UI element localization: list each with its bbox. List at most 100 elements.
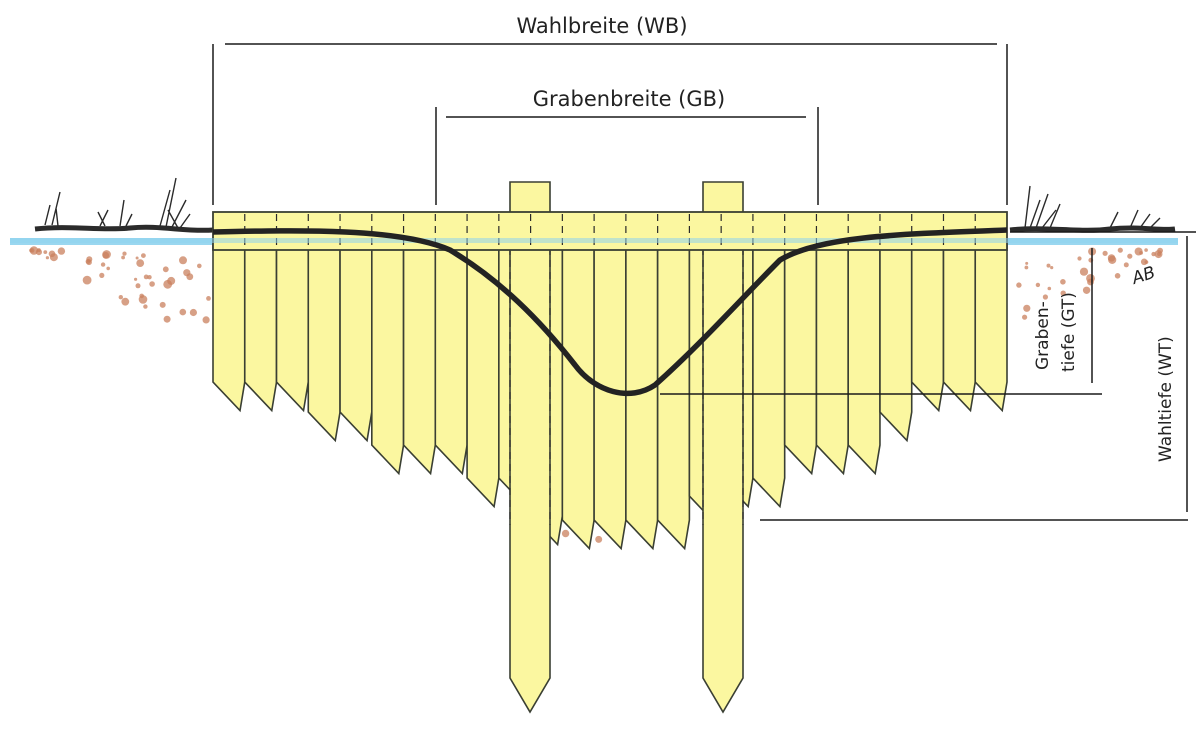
soil-dot <box>1127 253 1133 259</box>
soil-dot <box>1024 265 1029 270</box>
water-line-overlay <box>10 238 1178 243</box>
soil-dot <box>82 275 92 285</box>
post-right <box>702 181 744 714</box>
sheet-pile-board <box>593 244 627 551</box>
soil-dot <box>122 251 127 256</box>
soil-dot <box>1086 274 1095 283</box>
soil-dot <box>118 295 124 300</box>
soil-dot <box>85 259 91 264</box>
ground-surface-left <box>34 224 214 233</box>
soil-dot <box>121 297 130 306</box>
soil-dot <box>1108 255 1117 264</box>
dimension-grabenbreite: Grabenbreite (GB) <box>435 87 819 205</box>
sheet-pile-board <box>815 244 849 476</box>
soil-dot <box>1079 267 1089 276</box>
soil-dot <box>159 301 166 308</box>
soil-dot <box>100 262 106 267</box>
post-left <box>509 181 551 714</box>
soil-dot <box>1050 266 1054 270</box>
dimension-wahlbreite: Wahlbreite (WB) <box>212 14 1008 205</box>
soil-dot <box>1117 247 1123 253</box>
grabenbreite-label: Grabenbreite (GB) <box>533 87 726 111</box>
soil-dot <box>43 250 48 255</box>
soil-dot <box>102 250 111 259</box>
sheet-pile-board <box>561 244 595 551</box>
sheet-pile-board <box>783 244 818 476</box>
soil-dot <box>1060 290 1066 296</box>
ground-surface-right <box>1009 225 1176 233</box>
soil-dot <box>134 277 138 281</box>
grabentiefe-label-line2: tiefe (GT) <box>1059 292 1079 372</box>
soil-dot <box>1102 250 1108 256</box>
soil-dot <box>595 535 603 543</box>
soil-dot <box>1025 261 1029 265</box>
sheet-pile-board <box>402 244 437 476</box>
soil-dot <box>1042 294 1048 300</box>
dimension-wahltiefe: Wahltiefe (WT) <box>760 231 1196 521</box>
signature: AB <box>1129 263 1158 290</box>
post-hidden-lines <box>509 212 744 525</box>
soil-dot <box>136 259 145 267</box>
sheet-pile-board <box>434 244 468 476</box>
sheet-pile-board <box>339 244 373 443</box>
soil-dot <box>189 308 197 317</box>
soil-dot <box>143 274 149 280</box>
soil-dot <box>1022 314 1028 320</box>
soil-dot <box>1077 256 1082 261</box>
soil-dot <box>1035 282 1041 288</box>
soil-dot <box>202 316 210 324</box>
soil-dot <box>1139 251 1143 255</box>
trench-profile <box>212 227 1008 397</box>
soil-dot <box>183 269 191 277</box>
soil-dot <box>57 247 66 255</box>
sheet-pile-board <box>275 244 310 413</box>
sheet-pile-board <box>974 244 1008 413</box>
soil-dot <box>1123 262 1129 268</box>
dimension-grabentiefe: Graben- tiefe (GT) <box>660 248 1102 395</box>
sheet-pile-board <box>910 244 945 413</box>
soil-dot <box>1144 248 1148 252</box>
soil-dot <box>167 276 176 285</box>
sheet-pile-board <box>371 244 405 476</box>
sheet-pile-board <box>243 244 278 413</box>
sheet-pile-boards <box>212 244 1008 551</box>
soil-dot <box>163 315 171 323</box>
sheet-pile-board <box>942 244 977 413</box>
soil-dot <box>206 296 211 301</box>
soil-dot <box>179 308 187 316</box>
wahltiefe-label: Wahltiefe (WT) <box>1156 336 1176 462</box>
sheet-pile-board <box>879 244 913 443</box>
soil-dot <box>149 281 155 287</box>
soil-dot <box>135 283 141 289</box>
soil-dot <box>143 304 148 309</box>
soil-dot <box>1016 282 1022 288</box>
sheet-pile-board <box>212 244 246 413</box>
grabentiefe-label-line1: Graben- <box>1033 301 1053 370</box>
sheet-pile-board <box>656 244 691 551</box>
soil-dot <box>99 272 105 278</box>
soil-dot <box>197 263 202 269</box>
soil-dot <box>106 266 110 271</box>
soil-dot <box>121 255 125 260</box>
support-posts <box>509 181 744 714</box>
soil-dot <box>1082 286 1091 294</box>
soil-dot <box>1047 286 1052 291</box>
grass-tuft-icon <box>1024 185 1161 229</box>
soil-dot <box>138 295 148 304</box>
soil-dot <box>135 256 139 260</box>
soil-dot <box>1023 304 1031 312</box>
soil-dot <box>1114 273 1121 279</box>
wahlbreite-label: Wahlbreite (WB) <box>516 14 687 38</box>
soil-dot <box>179 256 187 265</box>
sheet-pile-board <box>847 244 881 476</box>
soil-dot <box>1144 260 1149 264</box>
soil-dot <box>1060 279 1066 285</box>
soil-dot <box>1157 247 1163 254</box>
sheet-pile-board <box>625 244 659 551</box>
soil-dot <box>1046 263 1051 268</box>
soil-dot <box>48 250 56 258</box>
soil-dot <box>561 529 570 538</box>
soil-dot <box>141 253 146 258</box>
soil-dot <box>162 266 169 273</box>
